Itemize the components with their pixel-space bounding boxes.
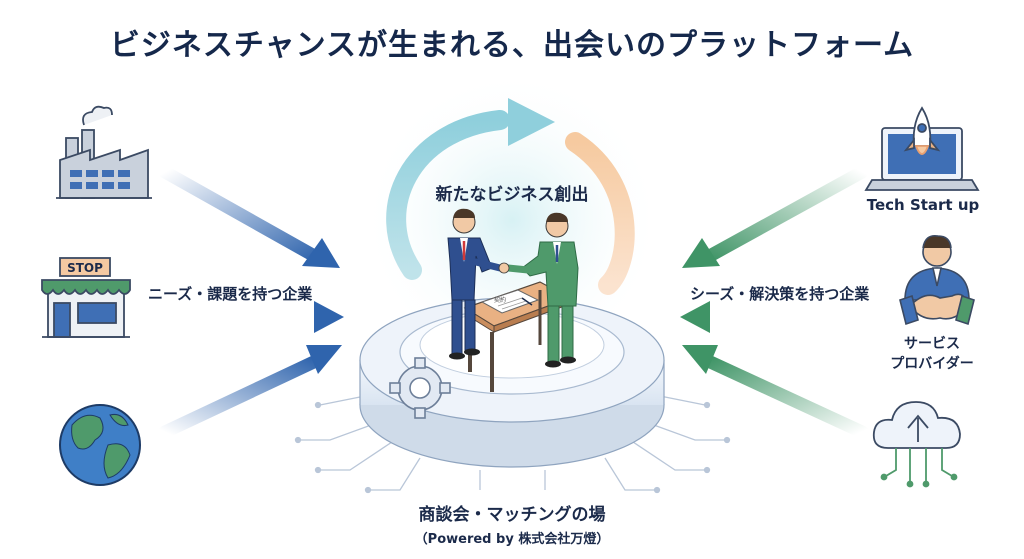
provider-line-2: プロバイダー bbox=[890, 356, 974, 372]
platform-title: 商談会・マッチングの場 bbox=[418, 505, 606, 525]
page-title: ビジネスチャンスが生まれる、出会いのプラットフォーム bbox=[109, 28, 915, 63]
service-provider-label: サービス プロバイダー bbox=[862, 334, 1002, 374]
store-icon bbox=[41, 257, 131, 338]
handshake-person-icon bbox=[899, 234, 975, 326]
needs-companies-label: ニーズ・課題を持つ企業 bbox=[148, 285, 313, 303]
store-sign-text: STOP bbox=[67, 261, 103, 275]
tech-startup-label: Tech Start up bbox=[866, 196, 980, 214]
right-arrows bbox=[680, 165, 892, 439]
globe-icon bbox=[59, 404, 141, 486]
left-arrows bbox=[136, 165, 344, 439]
platform-subtitle: （Powered by 株式会社万燈） bbox=[414, 532, 610, 547]
circuit-traces bbox=[294, 394, 731, 494]
provider-line-1: サービス bbox=[904, 336, 960, 352]
cycle-arrows-icon bbox=[386, 98, 635, 295]
gear-icon bbox=[389, 357, 451, 419]
contract-document-icon: 契約 bbox=[480, 289, 540, 314]
businessman-green bbox=[498, 212, 579, 368]
factory-icon bbox=[56, 105, 152, 199]
laptop-rocket-icon bbox=[864, 106, 980, 191]
seeds-companies-label: シーズ・解決策を持つ企業 bbox=[690, 285, 870, 303]
cloud-upload-icon bbox=[872, 401, 961, 488]
cycle-label: 新たなビジネス創出 bbox=[435, 185, 589, 205]
businessman-blue bbox=[447, 208, 504, 360]
document-text: 契約 bbox=[494, 296, 506, 304]
